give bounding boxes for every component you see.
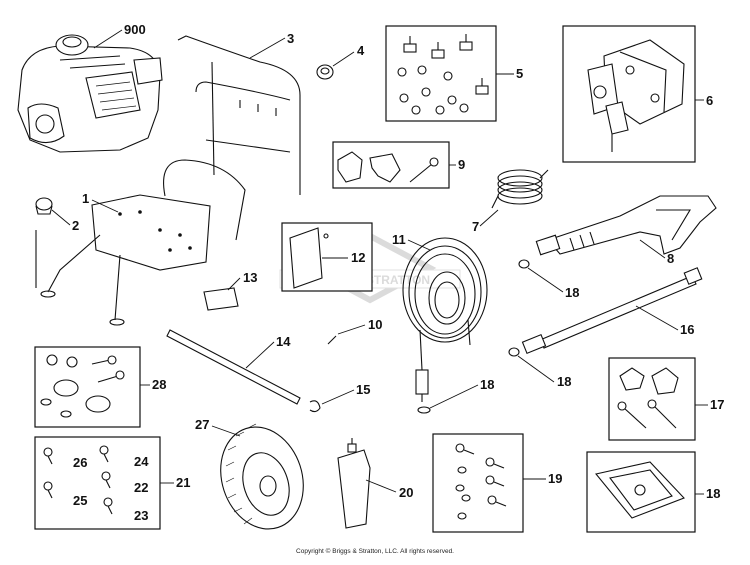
knob-kit-parts [617, 367, 679, 429]
decal-12 [289, 227, 329, 289]
label-pump: 6 [706, 93, 713, 108]
label-knob-kit: 17 [710, 397, 724, 412]
label-bracket-kit: 9 [458, 157, 465, 172]
label-oring-hose: 18 [480, 377, 494, 392]
engine [17, 34, 163, 153]
label-fastener-24: 24 [134, 454, 149, 469]
clip [309, 400, 321, 413]
label-hose: 11 [392, 232, 406, 247]
wand [521, 267, 703, 355]
oil-bottle [337, 438, 371, 529]
label-fastener-23: 23 [134, 508, 148, 523]
label-mount-kit: 5 [516, 66, 523, 81]
label-screw-kit: 19 [548, 471, 562, 486]
label-pin: 10 [368, 317, 382, 332]
label-handle: 3 [287, 31, 294, 46]
handle [177, 35, 301, 195]
bracket-kit-parts [337, 151, 439, 183]
panel [595, 461, 685, 519]
decal-13 [203, 287, 239, 311]
label-axle: 14 [276, 334, 291, 349]
knob-kit-box [608, 357, 696, 441]
label-frame: 1 [82, 191, 89, 206]
label-fastener-22: 22 [134, 480, 148, 495]
isolator-kit-parts [40, 354, 125, 418]
label-wand: 16 [680, 322, 694, 337]
pin [327, 335, 337, 345]
label-nut: 4 [357, 43, 365, 58]
wheel [220, 423, 304, 530]
foot [35, 197, 53, 215]
label-clip: 15 [356, 382, 370, 397]
label-engine: 900 [124, 22, 146, 37]
label-wheel: 27 [195, 417, 209, 432]
oring-gun [518, 259, 530, 269]
oring-hose [417, 406, 431, 414]
label-isolator-kit: 28 [152, 377, 166, 392]
gun [535, 195, 717, 256]
hose [402, 237, 488, 402]
label-fastener-25: 25 [73, 493, 87, 508]
label-oring-wand: 18 [557, 374, 571, 389]
mount-kit-parts [397, 34, 489, 115]
screw-kit-box [432, 433, 524, 533]
label-decal-13: 13 [243, 270, 257, 285]
label-panel: 18 [706, 486, 720, 501]
label-oring-gun: 18 [565, 285, 579, 300]
fastener-kit-box [34, 436, 161, 530]
label-foot: 2 [72, 218, 79, 233]
oring-wand [508, 347, 520, 357]
copyright-notice: Copyright © Briggs & Stratton, LLC. All … [296, 548, 454, 555]
label-decal-12: 12 [351, 250, 365, 265]
label-fastener-kit: 21 [176, 475, 190, 490]
nut [316, 64, 334, 80]
axle [166, 329, 301, 405]
pump [587, 39, 685, 152]
label-gun: 8 [667, 251, 674, 266]
label-tube: 7 [472, 219, 479, 234]
frame [35, 159, 246, 326]
label-fastener-26: 26 [73, 455, 87, 470]
screw-kit-parts [455, 443, 507, 520]
tube [491, 169, 549, 209]
label-oil: 20 [399, 485, 413, 500]
fastener-kit-parts [43, 445, 113, 515]
